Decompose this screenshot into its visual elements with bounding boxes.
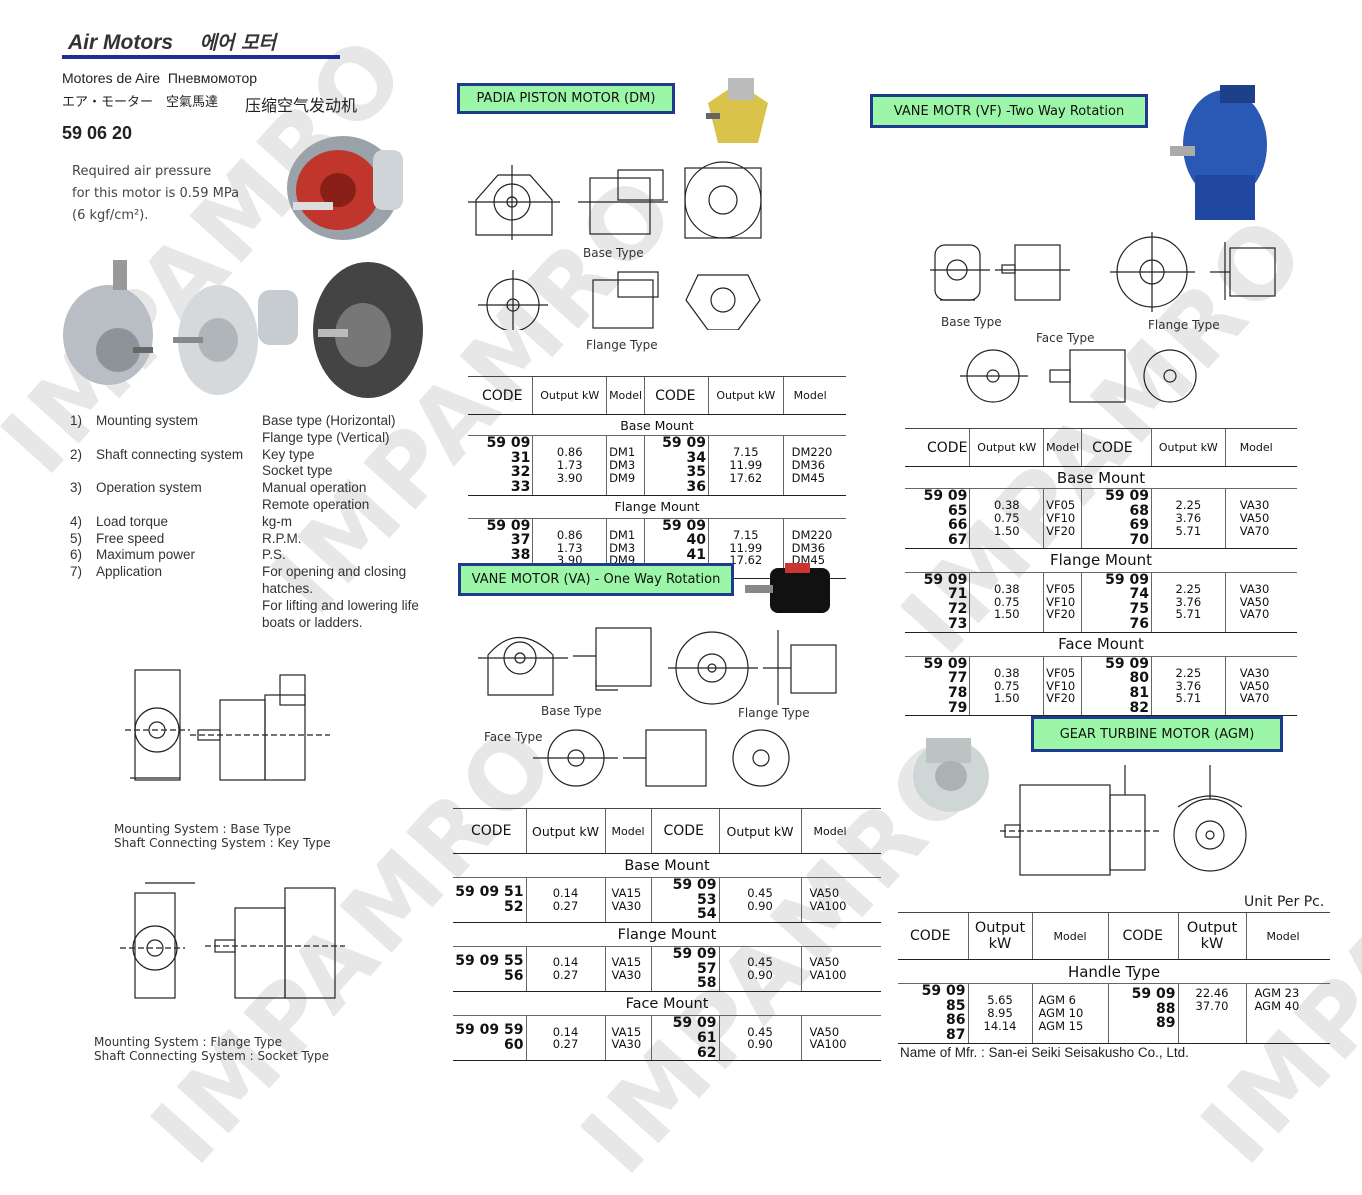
dm-photo [706, 78, 768, 143]
va-drawings [478, 627, 837, 787]
title-block: Air Motors 에어 모터 [68, 28, 348, 55]
product-code: 59 06 20 [62, 123, 133, 143]
pressure-note: Required air pressure for this motor is … [72, 164, 240, 223]
manufacturer: Name of Mfr. : San-ei Seiki Seisakusho C… [900, 1045, 1189, 1060]
dm-table: CODE Output kW Model CODE Output kW Mode… [468, 376, 846, 579]
vf-photo [1170, 85, 1267, 220]
vf-caption-flange: Flange Type [1148, 318, 1220, 332]
va-caption-face: Face Type [484, 730, 543, 744]
va-caption-flange: Flange Type [738, 706, 810, 720]
vf-table: CODE Output kW Model CODE Output kW Mode… [905, 428, 1297, 717]
subtitle-cn: 压缩空气发动机 [245, 96, 358, 115]
va-table: CODE Output kW Model CODE Output kW Mode… [453, 808, 881, 1062]
vf-drawings [930, 232, 1276, 403]
section-dm: PADIA PISTON MOTOR (DM) [457, 83, 675, 114]
motor-photos [63, 260, 423, 398]
vf-caption-face: Face Type [1036, 331, 1095, 345]
vf-caption-base: Base Type [941, 315, 1002, 329]
va-photo [745, 563, 830, 613]
va-caption-base: Base Type [541, 704, 602, 718]
page-title-ko: 에어 모터 [199, 32, 276, 54]
agm-photo [913, 738, 989, 812]
subtitle-es-ru: Motores de Aire Пневмомотор [62, 70, 258, 86]
section-va: VANE MOTOR (VA) - One Way Rotation [458, 563, 734, 596]
base-type-drawing [125, 669, 330, 781]
red-motor-photo [287, 136, 403, 240]
dm-caption-base: Base Type [583, 246, 644, 260]
section-vf: VANE MOTR (VF) -Two Way Rotation [870, 94, 1148, 128]
title-underline [62, 55, 340, 59]
flange-type-drawing [120, 882, 345, 999]
dm-drawings [468, 161, 762, 330]
agm-drawings [1000, 765, 1247, 876]
section-agm: GEAR TURBINE MOTOR (AGM) [1031, 716, 1283, 752]
unit-note: Unit Per Pc. [1244, 894, 1325, 910]
dm-caption-flange: Flange Type [586, 338, 658, 352]
page-title: Air Motors [68, 31, 173, 54]
subtitle-ja-cn: エア・モーター 空氣馬達 [62, 95, 219, 110]
